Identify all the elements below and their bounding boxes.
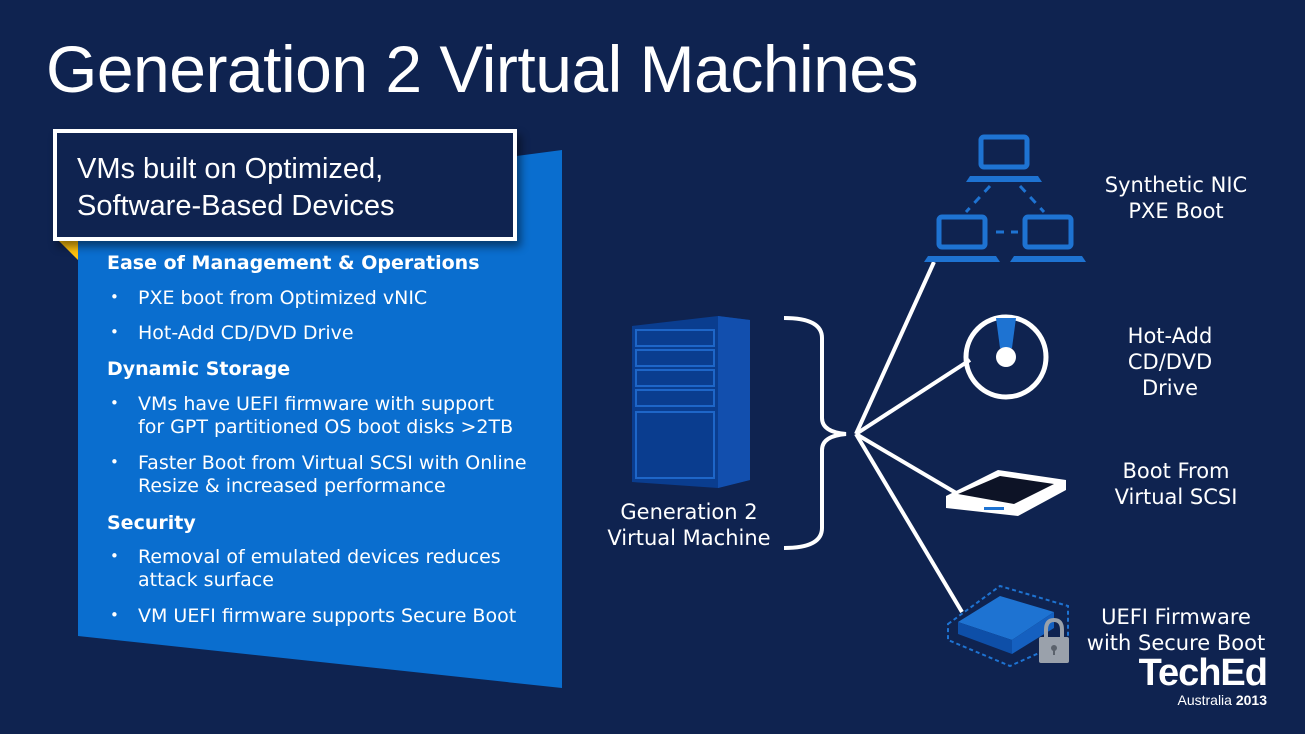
label-line: Hot-Add — [1127, 324, 1213, 348]
list-item-text: attack surface — [138, 569, 274, 591]
label-line: Boot From — [1122, 459, 1230, 483]
feature-label-scsi: Boot From Virtual SCSI — [1085, 458, 1267, 510]
network-computers-icon — [924, 134, 1086, 262]
label-line: Drive — [1142, 376, 1198, 400]
section-heading-management: Ease of Management & Operations — [107, 252, 480, 274]
brand-place: Australia — [1177, 692, 1232, 708]
callout-line-1: VMs built on Optimized, — [77, 153, 384, 185]
server-tower-icon — [632, 316, 750, 488]
bullet: • — [110, 453, 119, 471]
label-line: Virtual SCSI — [1114, 485, 1238, 509]
bullet: • — [110, 323, 119, 341]
dvd-disc-icon — [963, 314, 1049, 400]
label-line: Virtual Machine — [607, 526, 771, 550]
list-item-text: Removal of emulated devices reduces — [138, 546, 501, 568]
section-heading-security: Security — [107, 512, 196, 534]
brand-name: TechEd — [1138, 652, 1268, 694]
feature-label-dvd: Hot-Add CD/DVD Drive — [1079, 323, 1261, 401]
storage-drive-icon — [946, 470, 1066, 516]
list-item-text: Hot-Add CD/DVD Drive — [138, 322, 354, 344]
list-item-text: PXE boot from Optimized vNIC — [138, 287, 428, 309]
brand-year: 2013 — [1235, 692, 1267, 708]
list-item-text: Faster Boot from Virtual SCSI with Onlin… — [138, 452, 527, 474]
label-line: UEFI Firmware — [1101, 605, 1251, 629]
bracket — [783, 316, 847, 550]
label-line: with Secure Boot — [1086, 631, 1266, 655]
connector-lines — [854, 261, 972, 614]
callout-line-2: Software-Based Devices — [77, 190, 395, 222]
list-item-text: VM UEFI firmware supports Secure Boot — [138, 605, 517, 627]
secure-firmware-icon — [947, 584, 1069, 668]
label-line: Generation 2 — [620, 500, 758, 524]
list-item-text: Resize & increased performance — [138, 475, 446, 497]
list-item-text: VMs have UEFI firmware with support — [138, 393, 495, 415]
section-heading-storage: Dynamic Storage — [107, 358, 291, 380]
teched-logo: TechEd Australia 2013 — [1133, 652, 1268, 708]
vm-label: Generation 2 Virtual Machine — [598, 499, 780, 551]
panel-shape — [78, 150, 562, 688]
label-line: PXE Boot — [1128, 199, 1224, 223]
brand-subtitle: Australia 2013 — [1133, 692, 1267, 708]
bullet: • — [110, 606, 119, 624]
page-title: Generation 2 Virtual Machines — [46, 32, 919, 106]
callout-box: VMs built on Optimized, Software-Based D… — [53, 129, 517, 241]
label-line: CD/DVD — [1127, 350, 1213, 374]
feature-label-nic: Synthetic NIC PXE Boot — [1085, 172, 1267, 224]
bullet: • — [110, 288, 119, 306]
bullet: • — [110, 394, 119, 412]
label-line: Synthetic NIC — [1104, 173, 1248, 197]
panel-fold-accent — [58, 240, 78, 260]
list-item-text: for GPT partitioned OS boot disks >2TB — [138, 416, 514, 438]
bullet: • — [110, 547, 119, 565]
feature-label-uefi: UEFI Firmware with Secure Boot — [1076, 604, 1276, 656]
